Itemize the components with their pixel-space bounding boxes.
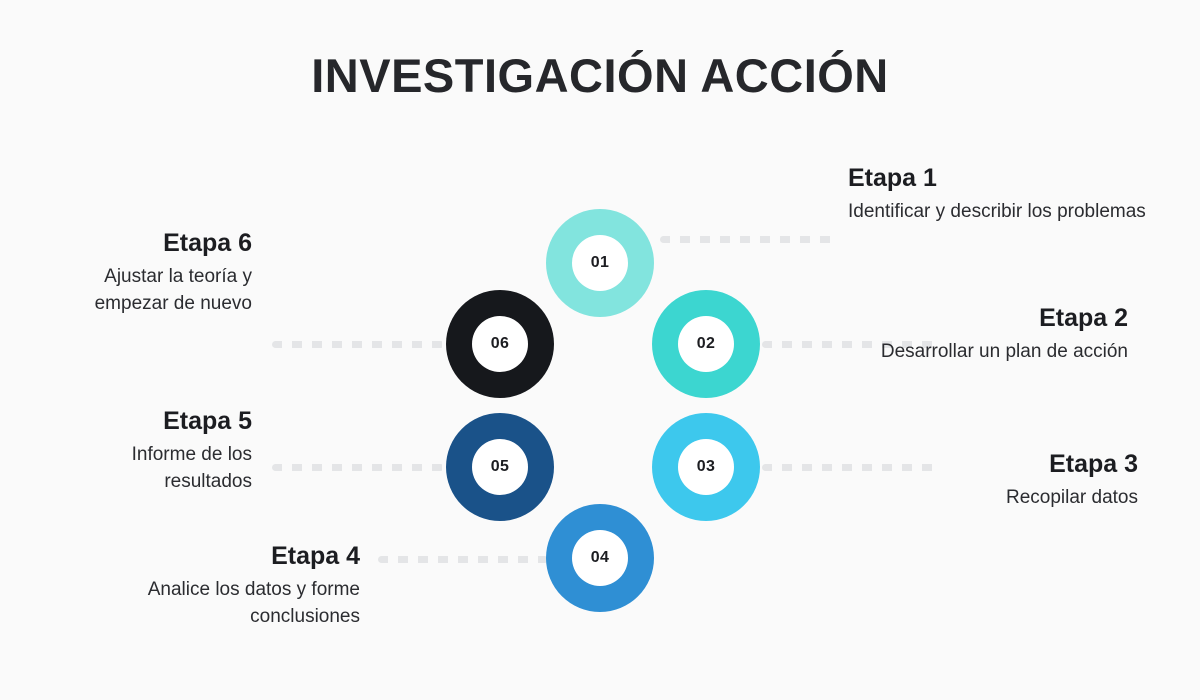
step-label-06: Etapa 6 Ajustar la teoría y empezar de n… [30,228,252,318]
step-hub-05: 05 [472,439,528,495]
step-label-03: Etapa 3 Recopilar datos [828,449,1138,512]
step-circle-04[interactable]: 04 [546,504,654,612]
step-number-01: 01 [590,254,610,271]
step-circle-05[interactable]: 05 [446,413,554,521]
connector-step-02 [762,341,942,348]
step-hub-02: 02 [678,316,734,372]
connector-step-04 [378,556,548,563]
step-hub-03: 03 [678,439,734,495]
step-description-06: Ajustar la teoría y empezar de nuevo [94,266,252,315]
step-label-05: Etapa 5 Informe de los resultados [50,406,252,496]
step-number-05: 05 [490,458,510,475]
connector-step-06 [272,341,444,348]
page-title: INVESTIGACIÓN ACCIÓN [311,49,889,102]
connector-step-05 [272,464,444,471]
step-heading-01: Etapa 1 [848,164,937,192]
step-number-03: 03 [696,458,716,475]
step-label-02: Etapa 2 Desarrollar un plan de acción [828,303,1128,366]
step-heading-05: Etapa 5 [163,407,252,435]
step-description-03: Recopilar datos [1005,487,1138,509]
step-number-06: 06 [490,335,510,352]
step-description-02: Desarrollar un plan de acción [880,341,1128,363]
step-circle-03[interactable]: 03 [652,413,760,521]
step-number-04: 04 [590,549,610,566]
step-heading-02: Etapa 2 [1039,304,1128,332]
step-number-02: 02 [696,335,716,352]
step-heading-04: Etapa 4 [271,542,360,570]
step-circle-06[interactable]: 06 [446,290,554,398]
connector-step-03 [762,464,942,471]
step-hub-04: 04 [572,530,628,586]
step-hub-06: 06 [472,316,528,372]
step-circle-01[interactable]: 01 [546,209,654,317]
step-hub-01: 01 [572,235,628,291]
step-description-01: Identificar y describir los problemas [848,201,1146,223]
step-label-04: Etapa 4 Analice los datos y forme conclu… [60,541,360,631]
connector-step-01 [660,236,838,243]
step-heading-06: Etapa 6 [163,229,252,257]
step-description-04: Analice los datos y forme conclusiones [147,579,360,628]
step-circle-02[interactable]: 02 [652,290,760,398]
step-heading-03: Etapa 3 [1049,450,1138,478]
step-label-01: Etapa 1 Identificar y describir los prob… [848,163,1148,226]
step-description-05: Informe de los resultados [131,444,252,493]
